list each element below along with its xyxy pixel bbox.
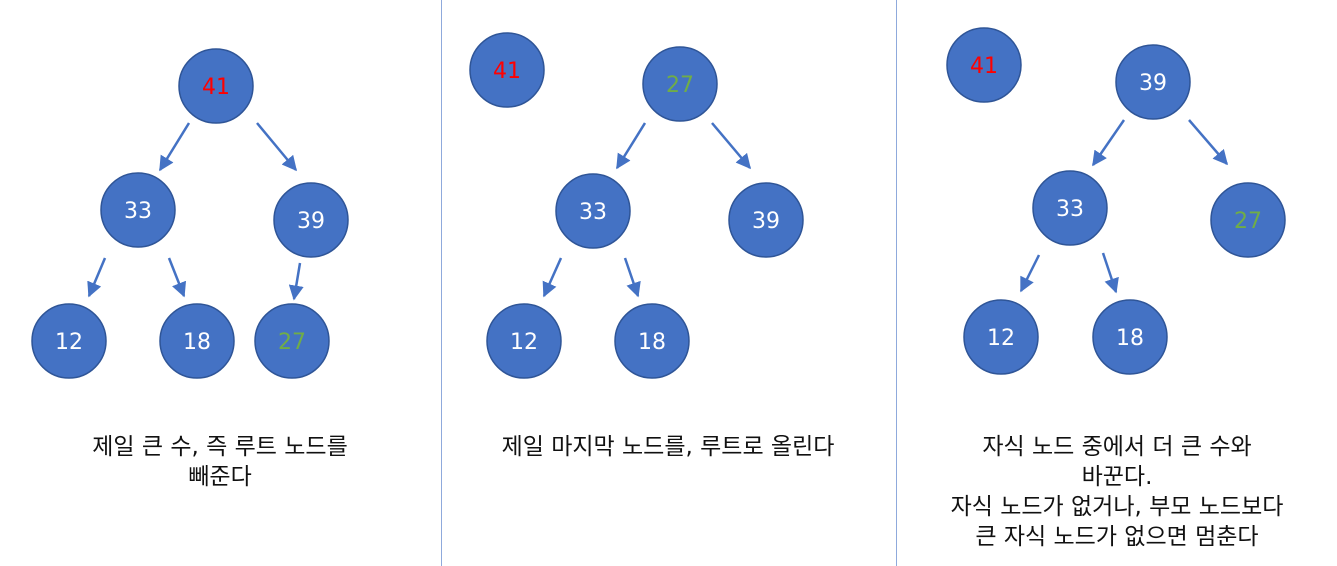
node-label: 33 bbox=[1056, 197, 1084, 222]
edge-arrow bbox=[623, 257, 641, 298]
edge-arrow bbox=[1188, 119, 1228, 166]
node-circle bbox=[1032, 170, 1108, 246]
edge-arrow bbox=[615, 122, 647, 170]
node-label: 41 bbox=[202, 75, 230, 100]
caption-panel-2: 제일 마지막 노드를, 루트로 올린다 bbox=[442, 432, 894, 462]
node-circle bbox=[1092, 299, 1168, 375]
node-label: 27 bbox=[1234, 209, 1262, 234]
caption-panel-3: 자식 노드 중에서 더 큰 수와 바꾼다. 자식 노드가 없거나, 부모 노드보… bbox=[897, 432, 1337, 552]
caption-line: 바꾼다. bbox=[1081, 464, 1153, 490]
node-circle bbox=[728, 182, 804, 258]
node-circle bbox=[159, 303, 235, 379]
heap-node: 18 bbox=[159, 303, 235, 379]
caption-line: 제일 마지막 노드를, 루트로 올린다 bbox=[501, 434, 835, 460]
node-label: 18 bbox=[1116, 326, 1144, 351]
node-circle bbox=[946, 27, 1022, 103]
node-circle bbox=[1115, 44, 1191, 120]
heap-node: 41 bbox=[469, 32, 545, 108]
node-circle bbox=[178, 48, 254, 124]
heap-node: 27 bbox=[642, 46, 718, 122]
edge-arrow bbox=[1091, 119, 1126, 167]
node-circle bbox=[100, 172, 176, 248]
edge-arrow bbox=[167, 257, 187, 298]
heap-node: 33 bbox=[555, 173, 631, 249]
panel-divider-2 bbox=[896, 0, 897, 566]
heap-node: 18 bbox=[1092, 299, 1168, 375]
edge-arrow bbox=[1019, 254, 1041, 293]
node-label: 18 bbox=[638, 330, 666, 355]
node-label: 33 bbox=[124, 199, 152, 224]
heap-node: 18 bbox=[614, 303, 690, 379]
node-label: 18 bbox=[183, 330, 211, 355]
node-circle bbox=[486, 303, 562, 379]
caption-line: 빼준다 bbox=[188, 464, 252, 490]
heap-node: 12 bbox=[963, 299, 1039, 375]
panel-divider-1 bbox=[441, 0, 442, 566]
heap-node: 33 bbox=[100, 172, 176, 248]
node-label: 27 bbox=[666, 73, 694, 98]
node-circle bbox=[31, 303, 107, 379]
node-label: 39 bbox=[1139, 71, 1167, 96]
node-label: 39 bbox=[752, 209, 780, 234]
heap-node: 39 bbox=[273, 182, 349, 258]
node-circle bbox=[254, 303, 330, 379]
node-label: 41 bbox=[970, 54, 998, 79]
heap-node: 41 bbox=[946, 27, 1022, 103]
node-label: 27 bbox=[278, 330, 306, 355]
node-label: 12 bbox=[55, 330, 83, 355]
node-circle bbox=[273, 182, 349, 258]
heap-node: 39 bbox=[1115, 44, 1191, 120]
edge-arrow bbox=[158, 122, 191, 172]
node-label: 39 bbox=[297, 209, 325, 234]
caption-line: 자식 노드가 없거나, 부모 노드보다 bbox=[950, 494, 1284, 520]
node-label: 33 bbox=[579, 200, 607, 225]
edge-arrow bbox=[542, 257, 563, 298]
node-label: 12 bbox=[987, 326, 1015, 351]
edge-arrow bbox=[256, 122, 297, 172]
node-label: 12 bbox=[510, 330, 538, 355]
heap-node: 27 bbox=[1210, 182, 1286, 258]
node-circle bbox=[642, 46, 718, 122]
heap-node: 12 bbox=[31, 303, 107, 379]
node-circle bbox=[469, 32, 545, 108]
edge-arrow bbox=[87, 257, 107, 298]
heap-node: 27 bbox=[254, 303, 330, 379]
edge-arrow bbox=[711, 122, 751, 170]
node-circle bbox=[963, 299, 1039, 375]
heap-node: 41 bbox=[178, 48, 254, 124]
edge-arrow bbox=[288, 262, 304, 301]
heap-node: 39 bbox=[728, 182, 804, 258]
edge-arrow bbox=[1101, 252, 1119, 294]
heap-node: 33 bbox=[1032, 170, 1108, 246]
caption-panel-1: 제일 큰 수, 즉 루트 노드를 빼준다 bbox=[40, 432, 400, 492]
caption-line: 자식 노드 중에서 더 큰 수와 bbox=[982, 434, 1252, 460]
node-label: 41 bbox=[493, 59, 521, 84]
node-circle bbox=[1210, 182, 1286, 258]
node-circle bbox=[614, 303, 690, 379]
node-circle bbox=[555, 173, 631, 249]
caption-line: 큰 자식 노드가 없으면 멈춘다 bbox=[975, 524, 1259, 550]
heap-node: 12 bbox=[486, 303, 562, 379]
caption-line: 제일 큰 수, 즉 루트 노드를 bbox=[92, 434, 348, 460]
